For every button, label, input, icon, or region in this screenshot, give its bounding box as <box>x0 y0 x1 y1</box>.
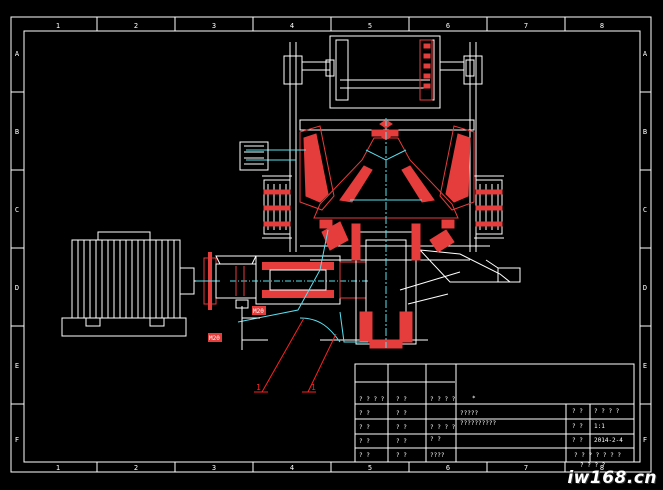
title-mark: * <box>472 395 476 402</box>
col-label-top: 6 <box>446 22 450 30</box>
part-balloon: 1 <box>311 383 316 392</box>
leader-lines <box>254 317 337 393</box>
title-cell: 1:1 <box>594 423 605 430</box>
title-cell: ? ? <box>572 437 583 444</box>
row-label-left: D <box>15 284 19 292</box>
row-label-right: B <box>643 128 647 136</box>
callout-tag: M20 <box>209 335 220 342</box>
row-label-left: E <box>15 362 19 370</box>
watermark: iw168.cn <box>567 468 657 488</box>
col-label-bottom: 1 <box>56 464 60 472</box>
title-cell: ? ? <box>572 408 583 415</box>
title-block <box>354 363 635 463</box>
col-label-top: 1 <box>56 22 60 30</box>
col-label-top: 4 <box>290 22 294 30</box>
sectioned-parts <box>263 39 503 349</box>
title-cell: ?????????? <box>460 420 497 427</box>
col-label-bottom: 2 <box>134 464 138 472</box>
border-zone-labels: 1 2 3 4 5 6 7 8 1 2 3 4 5 6 7 8 A B C D … <box>15 22 648 472</box>
title-cell: ? ? ? ? <box>359 396 385 403</box>
title-cell: ? ? <box>396 424 407 431</box>
title-cell: ? ? <box>430 436 441 443</box>
col-label-top: 8 <box>600 22 604 30</box>
row-label-left: A <box>15 50 20 58</box>
centerline-and-oil-lines <box>237 118 422 348</box>
title-cell: ? ? <box>359 410 370 417</box>
row-label-right: C <box>643 206 647 214</box>
drawing-frame <box>10 16 652 473</box>
title-cell: ? ? <box>396 410 407 417</box>
col-label-top: 7 <box>524 22 528 30</box>
countershaft-assembly <box>196 252 370 310</box>
col-label-bottom: 7 <box>524 464 528 472</box>
col-label-bottom: 8 <box>600 464 604 472</box>
crusher-body <box>262 35 521 345</box>
col-label-bottom: 5 <box>368 464 372 472</box>
col-label-top: 3 <box>212 22 216 30</box>
title-cell: ? ? <box>359 438 370 445</box>
title-cell: ? ? <box>396 396 407 403</box>
title-cell: ???? <box>430 452 445 459</box>
col-label-bottom: 6 <box>446 464 450 472</box>
title-cell: ? ? <box>572 423 583 430</box>
col-label-top: 5 <box>368 22 372 30</box>
lubrication-manifold <box>235 141 269 350</box>
title-cell: ? ? ? ? <box>430 396 456 403</box>
col-label-top: 2 <box>134 22 138 30</box>
part-balloons: 1 1 <box>256 383 316 392</box>
title-cell: ? ? <box>396 452 407 459</box>
title-cell: 2014-2-4 <box>594 437 623 444</box>
row-label-left: B <box>15 128 19 136</box>
col-label-bottom: 4 <box>290 464 294 472</box>
title-cell: ? ? <box>359 452 370 459</box>
drive-motor <box>61 231 206 337</box>
callout-tag: M20 <box>253 308 264 315</box>
row-label-left: F <box>15 436 19 444</box>
title-cell: ? ? ? ? ? ? ? <box>574 452 621 459</box>
row-label-right: E <box>643 362 647 370</box>
part-balloon: 1 <box>256 383 261 392</box>
row-label-right: F <box>643 436 647 444</box>
title-cell: ? ? ? ? <box>430 424 456 431</box>
title-cell: ? ? ? ? <box>594 408 620 415</box>
title-cell: ? ? <box>396 438 407 445</box>
title-cell: ? ? <box>359 424 370 431</box>
callout-tags: M20 M20 <box>208 306 266 342</box>
row-label-right: A <box>643 50 648 58</box>
title-cell: ? ? ? ? <box>580 462 606 469</box>
col-label-bottom: 3 <box>212 464 216 472</box>
row-label-right: D <box>643 284 647 292</box>
title-cell: ????? <box>460 410 478 417</box>
title-block-text: * ? ? ? ? ? ? ? ? ? ? ? ? ? ? ????? ? ? … <box>359 395 623 469</box>
row-label-left: C <box>15 206 19 214</box>
